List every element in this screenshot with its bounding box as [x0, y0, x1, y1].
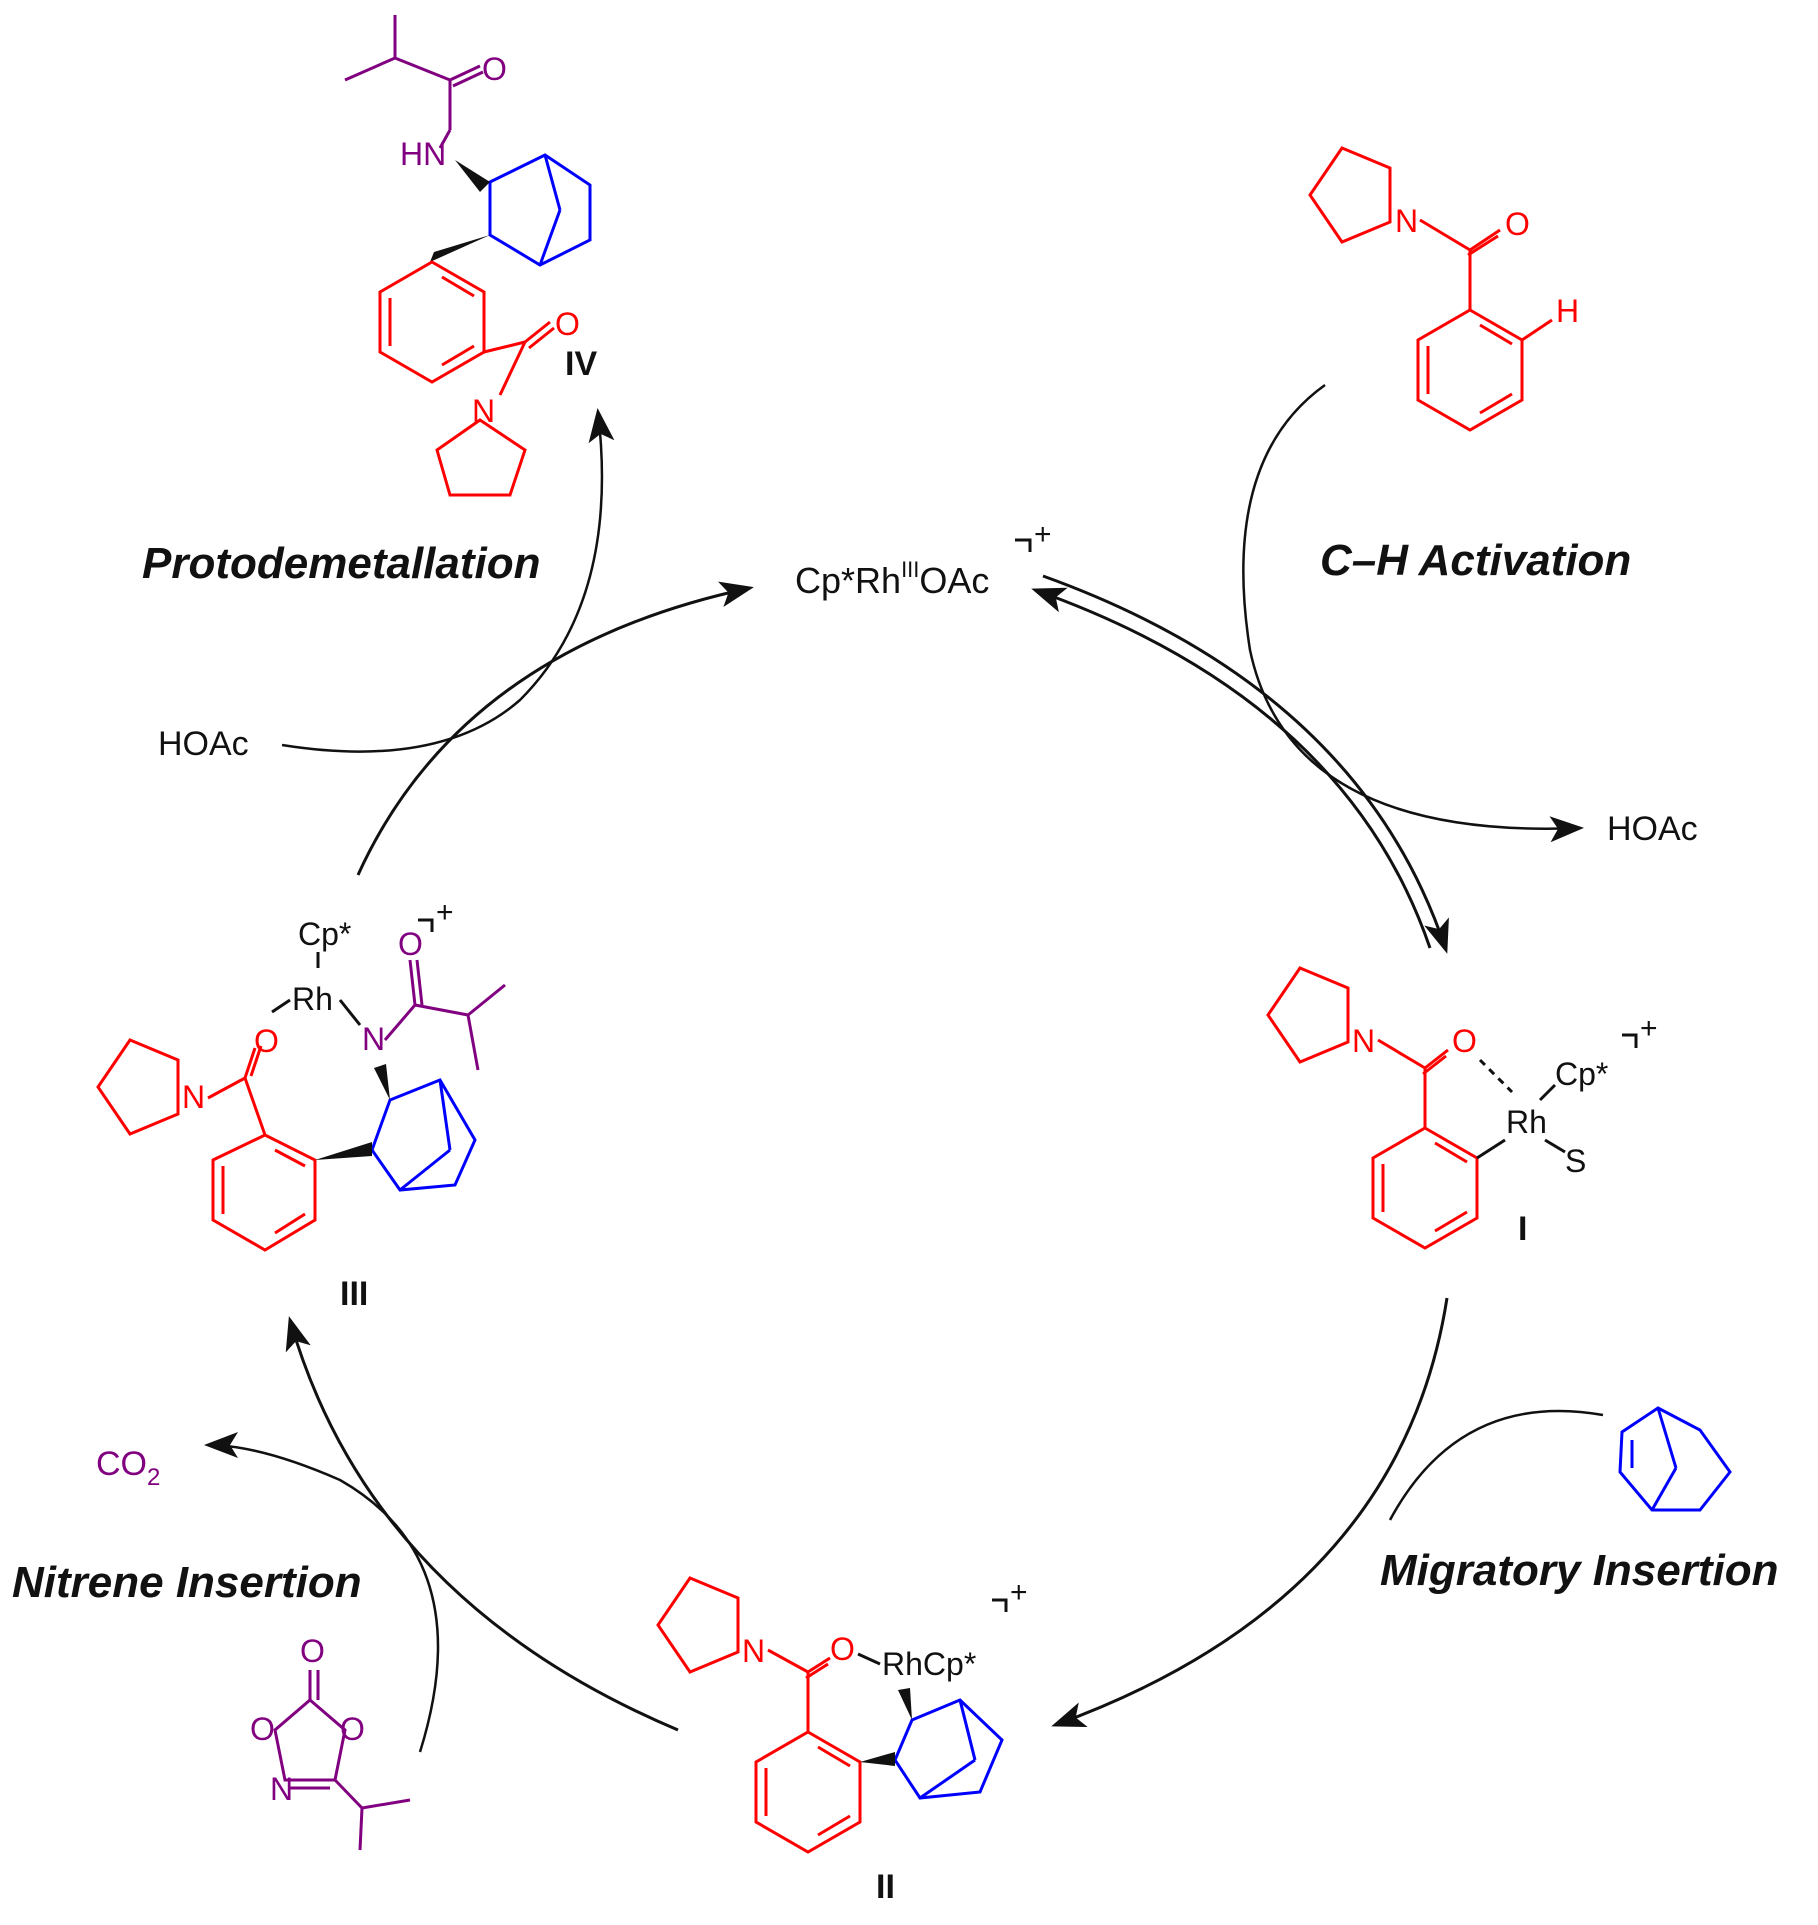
step-nitrene-insertion: Nitrene Insertion	[12, 1558, 362, 1607]
I-Rh: Rh	[1506, 1104, 1547, 1140]
I-O: O	[1452, 1023, 1477, 1059]
III-Rh: Rh	[292, 981, 333, 1017]
II-O: O	[830, 1631, 855, 1667]
IV-N: N	[472, 393, 495, 429]
side-arrows	[204, 383, 1604, 1753]
product-IV: HN O O N IV	[344, 15, 597, 497]
I-Cp: Cp*	[1555, 1056, 1608, 1092]
hoac-in-label: HOAc	[158, 725, 249, 763]
I-S: S	[1565, 1143, 1586, 1179]
arrow-ch-activation	[1242, 383, 1584, 843]
benzene-ring	[1416, 308, 1524, 432]
substrate-H: H	[1556, 293, 1579, 329]
arrow-II-to-III	[285, 1316, 679, 1732]
III-O: O	[254, 1023, 279, 1059]
dioxazolone-O2: O	[340, 1711, 365, 1747]
I-benzene	[1371, 1126, 1479, 1250]
catalyst-base: Cp*Rh	[795, 560, 901, 601]
intermediate-III: Cp* Rh O N N O + III	[96, 896, 506, 1313]
substrate-O: O	[1505, 206, 1530, 242]
step-migratory-insertion: Migratory Insertion	[1380, 1546, 1779, 1595]
IV-benzene	[378, 260, 486, 384]
catalyst-charge: +	[1034, 518, 1052, 551]
I-charge: +	[1640, 1012, 1658, 1045]
label-I: I	[1518, 1210, 1527, 1248]
hoac-out-label: HOAc	[1607, 810, 1698, 848]
IV-pyrrolidine	[435, 418, 527, 497]
svg-text:Cp*RhIIIOAc: Cp*RhIIIOAc	[795, 557, 989, 601]
II-N: N	[742, 1633, 765, 1669]
substrate-N: N	[1395, 203, 1418, 239]
catalyst-ox-state: III	[901, 557, 919, 582]
arrow-I-to-II	[1051, 1297, 1449, 1727]
step-ch-activation: C–H Activation	[1320, 536, 1631, 585]
II-benzene	[754, 1730, 862, 1854]
III-pyrrolidine	[96, 1038, 180, 1136]
cycle-arrows	[285, 574, 1449, 1732]
norbornene-reagent	[1618, 1406, 1732, 1512]
III-N-amide: N	[362, 1021, 385, 1057]
II-charge: +	[1010, 1576, 1028, 1609]
IV-O-amide: O	[482, 51, 507, 87]
pyrrolidine-ring	[1308, 146, 1392, 244]
III-Cp: Cp*	[298, 916, 351, 952]
label-III: III	[340, 1275, 368, 1313]
II-RhCp: RhCp*	[882, 1646, 976, 1682]
arrow-nitrene	[204, 1432, 440, 1753]
dioxazolone-N: N	[270, 1771, 293, 1807]
label-II: II	[876, 1868, 895, 1906]
II-pyrrolidine	[656, 1576, 740, 1674]
step-protodemetallation: Protodemetallation	[142, 539, 541, 588]
arrow-III-to-cat	[356, 581, 754, 876]
IV-HN: HN	[400, 136, 446, 172]
dioxazolone-O1: O	[250, 1711, 275, 1747]
arrow-I-to-cat	[1031, 587, 1432, 949]
label-IV: IV	[565, 345, 597, 383]
III-O-amide: O	[398, 926, 423, 962]
catalyst-bracket	[1015, 538, 1032, 552]
arrow-norbornene-in	[1388, 1409, 1604, 1521]
intermediate-II: N O RhCp* + II	[656, 1576, 1028, 1906]
IV-O: O	[555, 306, 580, 342]
substrate-benzamide	[1308, 146, 1553, 432]
I-N: N	[1352, 1023, 1375, 1059]
III-benzene	[211, 1133, 317, 1252]
I-pyrrolidine	[1266, 966, 1350, 1064]
dioxazolone-O-carbonyl: O	[300, 1633, 325, 1669]
intermediate-I: N O Rh Cp* S + I	[1266, 966, 1658, 1250]
catalyst-label: Cp*RhIIIOAc +	[795, 518, 1052, 601]
dioxazolone-reagent: O O O N	[250, 1633, 411, 1851]
catalyst-tail: OAc	[919, 560, 989, 601]
arrow-protodemetallation	[281, 408, 615, 753]
co2-label: CO2	[96, 1445, 160, 1491]
III-charge: +	[436, 896, 454, 929]
III-N: N	[182, 1079, 205, 1115]
arrow-cat-to-I	[1042, 574, 1449, 954]
